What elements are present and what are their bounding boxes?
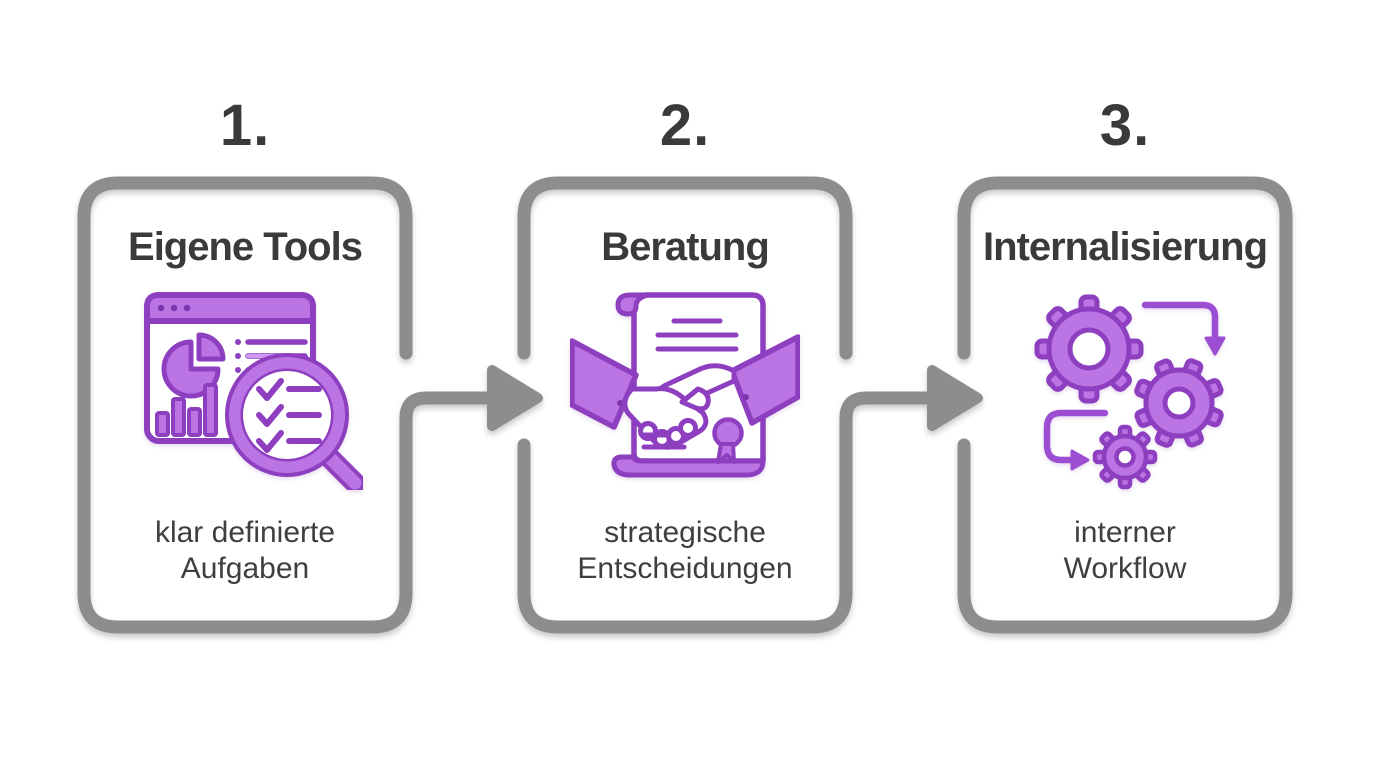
workflow-arrowhead-right [1070,449,1090,471]
caption-line: Entscheidungen [577,552,793,585]
analytics-dashboard-magnifier-icon [86,285,418,490]
step-2: 2. Beratung [519,0,851,768]
caption-line: klar definierte [154,516,336,549]
bar-chart [155,383,218,437]
step-3: 3. Internalisierung [959,0,1291,768]
magnifier-handle-fill [322,450,362,490]
gear-large [1034,294,1144,404]
step-title: Internalisierung [982,225,1268,269]
card-outline-step-1 [77,176,501,634]
step-caption: interner Workflow [959,515,1291,587]
browser-titlebar [144,292,316,324]
step-caption: klar definierte Aufgaben [79,515,411,587]
magnifier-ring [227,355,347,475]
step-number: 3. [1099,93,1151,158]
caption-line: Aufgaben [180,552,310,585]
workflow-arrow-right [1043,409,1109,464]
pie-slice [196,332,226,362]
step-number: 1. [219,93,271,158]
gear-medium [1134,358,1224,448]
seal-ribbon [716,442,736,464]
gear-small [1092,424,1158,490]
step-card: Internalisierung [959,177,1291,633]
gears-workflow-icon [966,285,1298,490]
card-outline-step-3 [957,176,1293,634]
contract-text-lines [655,318,739,352]
list-bullet [235,353,241,359]
list-bullet [235,339,241,345]
caption-line: Workflow [1063,552,1187,585]
caption-line: strategische [604,516,766,549]
clasped-hands [622,363,737,450]
browser-dot [183,304,191,312]
step-number: 2. [659,93,711,158]
step-title: Eigene Tools [128,225,363,269]
arrow-right-connector-2 [927,365,983,431]
workflow-arrow-down [1141,301,1219,343]
arrow-right-connector-1 [487,365,543,431]
signature-lines [641,432,687,450]
cuff-button [743,394,749,400]
card-outline-step-2 [517,176,941,634]
browser-dot [170,304,178,312]
caption-line: interner [1074,516,1176,549]
contract-top-curl [615,292,651,317]
step-1: 1. Eigene Tools [79,0,411,768]
sleeve-right [729,334,800,426]
contract-bottom-curl [611,454,766,478]
step-title: Beratung [601,225,770,269]
list-bullet [235,367,241,373]
step-card: Eigene Tools [79,177,411,633]
magnifier-ring-outline [225,353,349,477]
workflow-arrowhead-down [1204,336,1226,356]
contract-handshake-icon [519,285,851,490]
checklist [256,378,322,453]
browser-dot [157,304,165,312]
cuff-button [617,400,623,406]
step-card: Beratung [519,177,851,633]
step-caption: strategische Entscheidungen [519,515,851,587]
